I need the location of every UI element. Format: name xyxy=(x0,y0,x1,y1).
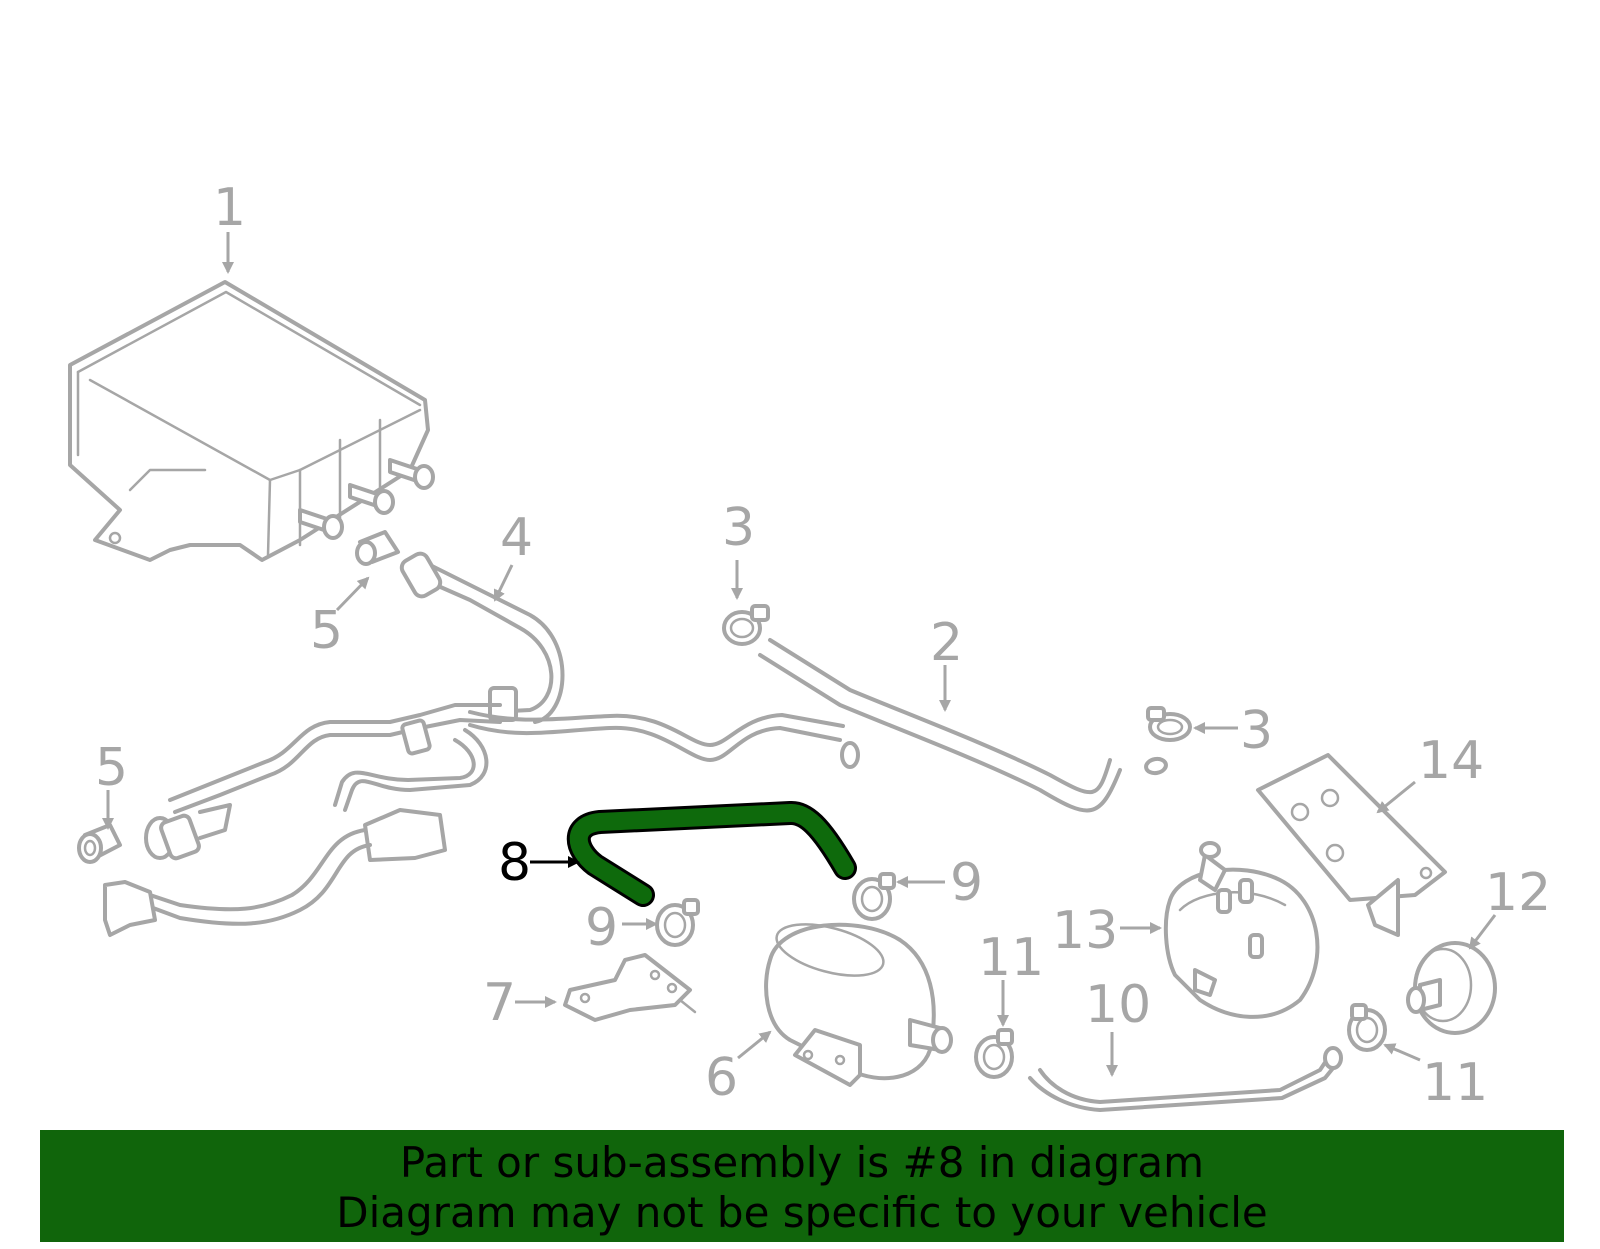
arrow-6 xyxy=(737,1030,772,1060)
info-banner: Part or sub-assembly is #8 in diagram Di… xyxy=(40,1130,1564,1242)
part-1-canister[interactable] xyxy=(68,280,435,562)
part-14-bracket[interactable] xyxy=(1256,753,1447,937)
arrow-4 xyxy=(493,564,514,602)
arrow-5a xyxy=(335,576,370,612)
callout-2: 2 xyxy=(930,613,963,673)
part-11-clamp-left[interactable] xyxy=(974,1028,1014,1079)
arrow-12 xyxy=(1468,914,1497,950)
callout-5-top: 5 xyxy=(310,601,343,661)
part-12-valve[interactable] xyxy=(1406,941,1497,1035)
part-2-hose[interactable] xyxy=(758,638,1168,813)
callout-13: 13 xyxy=(1052,901,1118,961)
part-6-filter[interactable] xyxy=(764,915,953,1087)
callout-5-left: 5 xyxy=(95,738,128,798)
part-5-fitting-left[interactable] xyxy=(77,823,122,864)
part-9-clamp-left[interactable] xyxy=(655,898,700,947)
callout-1: 1 xyxy=(213,178,246,238)
part-5-fitting-upper[interactable] xyxy=(355,530,400,566)
callout-3-top: 3 xyxy=(722,498,755,558)
part-13-solenoid[interactable] xyxy=(1163,841,1320,1019)
callout-7: 7 xyxy=(483,973,516,1033)
arrow-14 xyxy=(1376,780,1416,814)
callout-10: 10 xyxy=(1085,975,1151,1035)
part-3-clamp-right[interactable] xyxy=(1146,706,1192,742)
part-10-hose[interactable] xyxy=(1028,1046,1343,1112)
part-9-clamp-right[interactable] xyxy=(852,872,896,921)
callout-9-left: 9 xyxy=(585,898,618,958)
banner-line-part: Part or sub-assembly is #8 in diagram xyxy=(399,1138,1205,1187)
banner-line-disclaimer: Diagram may not be specific to your vehi… xyxy=(336,1188,1268,1237)
callout-12: 12 xyxy=(1485,863,1551,923)
callout-arrows xyxy=(102,232,1497,1077)
callout-11-left: 11 xyxy=(978,928,1044,988)
part-3-clamp-left[interactable] xyxy=(722,604,770,646)
callout-8-active: 8 xyxy=(498,833,531,893)
callout-3-right: 3 xyxy=(1240,701,1273,761)
part-4-hose-assembly[interactable] xyxy=(103,551,860,937)
arrow-11b xyxy=(1383,1043,1421,1062)
callout-9-right: 9 xyxy=(950,853,983,913)
callout-4: 4 xyxy=(500,508,533,568)
part-8-hose-highlighted[interactable] xyxy=(566,801,857,907)
callout-11-right: 11 xyxy=(1422,1053,1488,1113)
callout-14: 14 xyxy=(1418,731,1484,791)
callout-labels: 1 2 3 3 4 5 5 6 7 8 9 9 10 11 11 12 13 1… xyxy=(95,178,1551,1113)
part-11-clamp-right[interactable] xyxy=(1347,1003,1387,1052)
part-7-bracket[interactable] xyxy=(563,953,697,1022)
callout-6: 6 xyxy=(705,1048,738,1108)
